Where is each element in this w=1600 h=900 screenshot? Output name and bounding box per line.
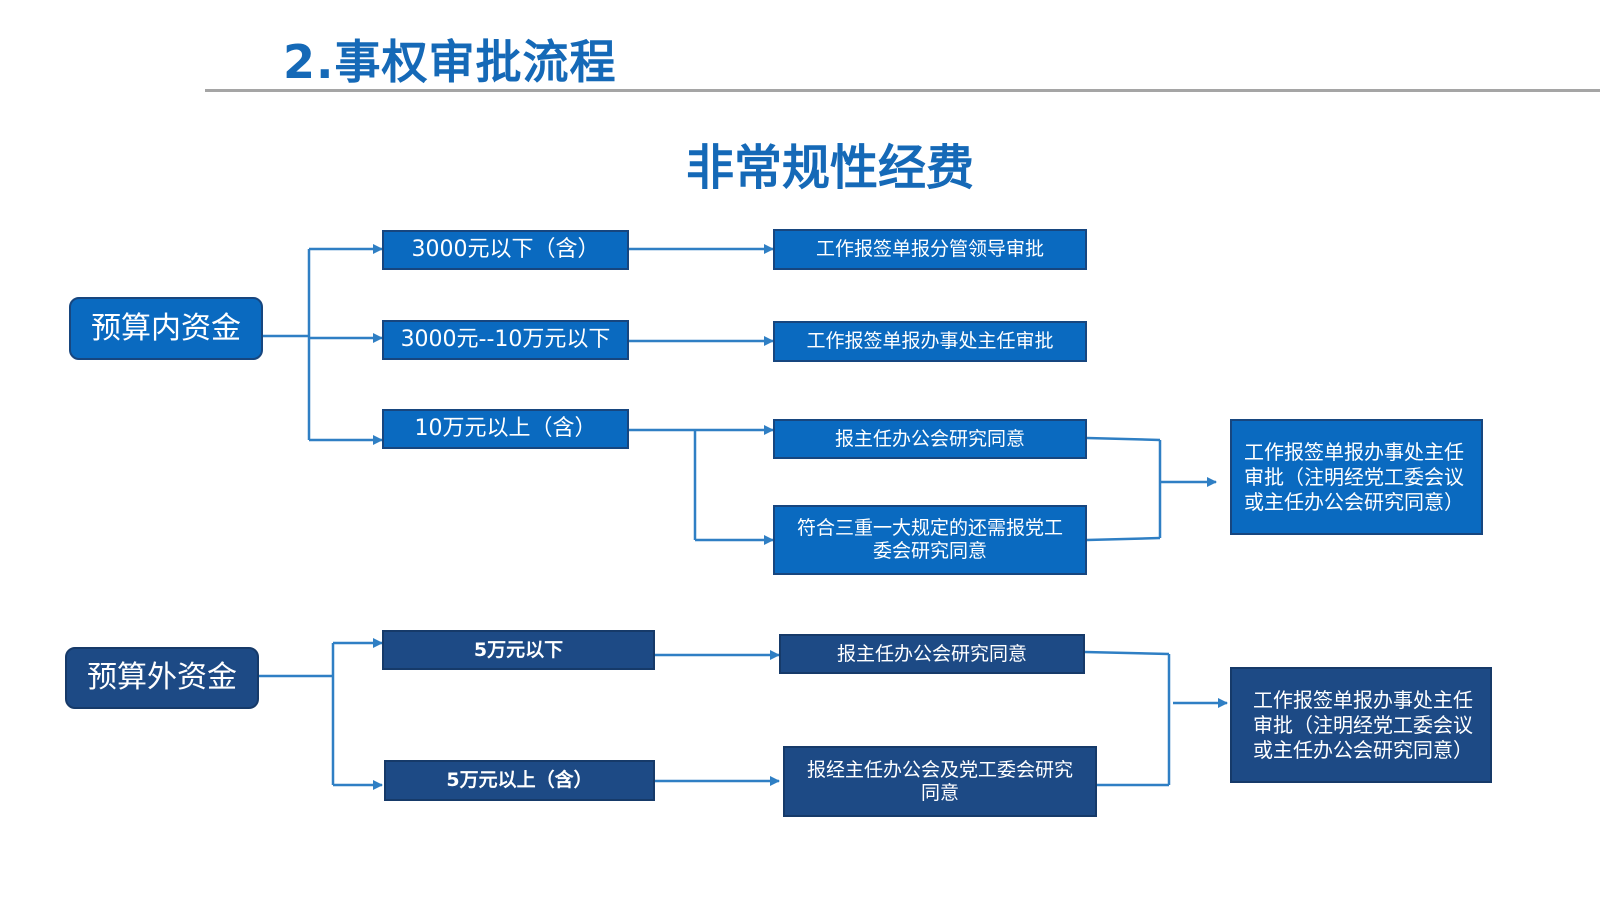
budget-out-step-2: 报经主任办公会及党工委会研究同意 <box>783 746 1097 817</box>
budget-in-step-3: 报主任办公会研究同意 <box>773 419 1087 459</box>
budget-in-tier-3: 10万元以上（含） <box>382 409 629 449</box>
connector-in-merge-1 <box>1086 436 1161 442</box>
budget-out-step-1: 报主任办公会研究同意 <box>779 634 1085 674</box>
budget-in-result: 工作报签单报办事处主任审批（注明经党工委会议或主任办公会研究同意） <box>1230 419 1483 535</box>
diagram-title: 非常规性经费 <box>685 140 974 196</box>
budget-in-tier-1: 3000元以下（含） <box>382 230 629 270</box>
connector-out-merge-1 <box>1084 650 1170 656</box>
connector-in-merge-2 <box>1086 536 1161 542</box>
budget-in-step-4: 符合三重一大规定的还需报党工委会研究同意 <box>773 505 1087 575</box>
budget-in-tier-2: 3000元--10万元以下 <box>382 320 629 360</box>
budget-in-step-2: 工作报签单报办事处主任审批 <box>773 321 1087 362</box>
title-divider <box>205 89 1600 92</box>
budget-out-tier-1: 5万元以下 <box>382 630 655 670</box>
budget-in-step-1: 工作报签单报分管领导审批 <box>773 229 1087 270</box>
page-title: 2.事权审批流程 <box>283 35 617 89</box>
budget-out-tier-2: 5万元以上（含） <box>384 760 655 801</box>
budget-out-node: 预算外资金 <box>65 647 259 709</box>
budget-in-node: 预算内资金 <box>69 297 263 360</box>
budget-out-result: 工作报签单报办事处主任审批（注明经党工委会议或主任办公会研究同意） <box>1230 667 1492 783</box>
